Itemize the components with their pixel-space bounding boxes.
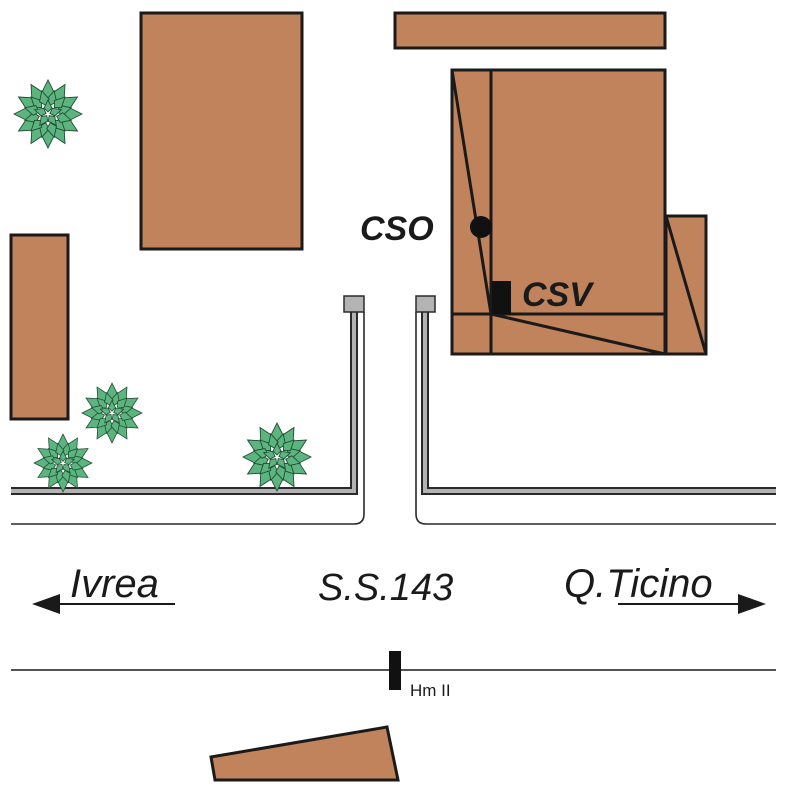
label-road-name: S.S.143 xyxy=(318,567,453,609)
label-csv: CSV xyxy=(522,276,595,314)
tree-icon xyxy=(33,433,93,493)
label-milestone: Hm II xyxy=(410,681,451,700)
square-marker-icon xyxy=(492,281,511,314)
kerb-west xyxy=(11,312,365,525)
tree-icon xyxy=(242,422,312,492)
milestone-icon xyxy=(389,651,401,690)
wall-west xyxy=(11,310,358,495)
label-west-direction: Ivrea xyxy=(70,562,159,606)
tree-icon xyxy=(13,79,83,149)
arrow-left-icon xyxy=(32,594,60,614)
circle-marker-icon xyxy=(470,216,492,238)
tree-icon xyxy=(81,382,143,444)
building-west xyxy=(9,233,70,421)
label-east-direction: Q.Ticino xyxy=(564,562,713,606)
gate-post-east xyxy=(415,295,436,313)
building-south-wedge xyxy=(209,725,400,782)
building-north-left xyxy=(139,11,304,251)
building-complex-east xyxy=(450,68,708,356)
arrow-right-icon xyxy=(738,594,766,614)
label-cso: CSO xyxy=(360,210,434,248)
kerb-east xyxy=(415,312,776,525)
gate-post-west xyxy=(343,295,365,313)
building-north-strip xyxy=(393,11,667,50)
wall-east xyxy=(421,310,776,495)
